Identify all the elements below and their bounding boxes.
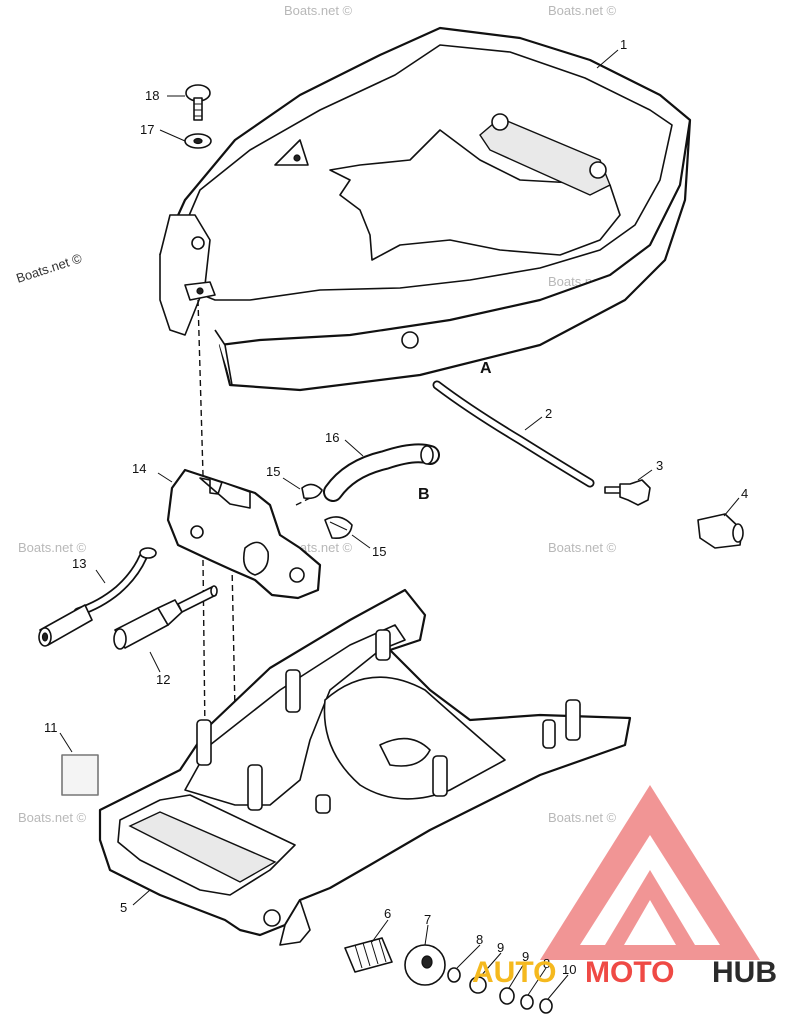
callout-15: 15 xyxy=(372,544,386,559)
fitting-part-3 xyxy=(604,479,651,506)
callout-5: 5 xyxy=(120,900,127,915)
logo-hub-text: HUB xyxy=(712,956,777,989)
watermark: Boats.net © xyxy=(14,250,84,285)
nipple-part-4 xyxy=(697,513,744,549)
lower-cowl-part-5 xyxy=(98,588,632,946)
leader-lines xyxy=(59,49,740,1000)
clip-part-15-lower xyxy=(324,516,353,540)
washer-part-7 xyxy=(404,944,446,986)
logo-moto-text: MOTO xyxy=(585,956,674,989)
cable-part-13 xyxy=(38,547,157,647)
callout-2: 2 xyxy=(545,406,552,421)
callout-17: 17 xyxy=(140,122,154,137)
callout-6: 6 xyxy=(384,906,391,921)
callout-letter-a: A xyxy=(480,360,492,377)
assembly-line xyxy=(197,299,204,476)
callout-8: 8 xyxy=(476,932,483,947)
callout-7: 7 xyxy=(424,912,431,927)
clip-part-15-upper xyxy=(301,483,323,500)
watermark: Boats.net © xyxy=(18,810,87,825)
watermark: Boats.net © xyxy=(18,540,87,555)
label-part-11 xyxy=(61,754,99,796)
hose-part-16 xyxy=(323,443,440,502)
callout-3: 3 xyxy=(656,458,663,473)
callout-9: 9 xyxy=(497,940,504,955)
callout-1: 1 xyxy=(620,37,627,52)
bracket-part-14 xyxy=(166,468,322,600)
callout-16: 16 xyxy=(325,430,339,445)
callout-15: 15 xyxy=(266,464,280,479)
automotohub-logo-text: AUTO MOTO HUB xyxy=(472,956,777,989)
callout-9: 9 xyxy=(522,949,529,964)
callout-18: 18 xyxy=(145,88,159,103)
hose-part-2 xyxy=(432,380,595,488)
watermark: Boats.net © xyxy=(548,810,617,825)
callout-14: 14 xyxy=(132,461,146,476)
upper-cowl-part-1 xyxy=(158,26,692,392)
small-hardware-parts-8-9-10 xyxy=(447,967,553,1014)
callout-10: 10 xyxy=(562,962,576,977)
watermark: Boats.net © xyxy=(284,3,353,18)
callout-12: 12 xyxy=(156,672,170,687)
callout-letter-b: B xyxy=(418,486,430,503)
callout-labels: 1 2 3 4 5 6 7 8 9 9 8 10 11 12 13 14 15 … xyxy=(44,37,748,977)
callout-8: 8 xyxy=(543,956,550,971)
watermark: Boats.net © xyxy=(548,540,617,555)
callout-4: 4 xyxy=(741,486,748,501)
bolt-part-18 xyxy=(185,84,211,121)
stud-part-6 xyxy=(344,937,393,973)
logo-auto-text: AUTO xyxy=(472,956,556,989)
watermark: Boats.net © xyxy=(548,3,617,18)
washer-part-17 xyxy=(184,133,212,149)
plug-part-12 xyxy=(113,585,218,650)
callout-13: 13 xyxy=(72,556,86,571)
automotohub-logo-mark xyxy=(540,785,760,960)
callout-11: 11 xyxy=(44,720,58,735)
assembly-line xyxy=(202,559,206,736)
